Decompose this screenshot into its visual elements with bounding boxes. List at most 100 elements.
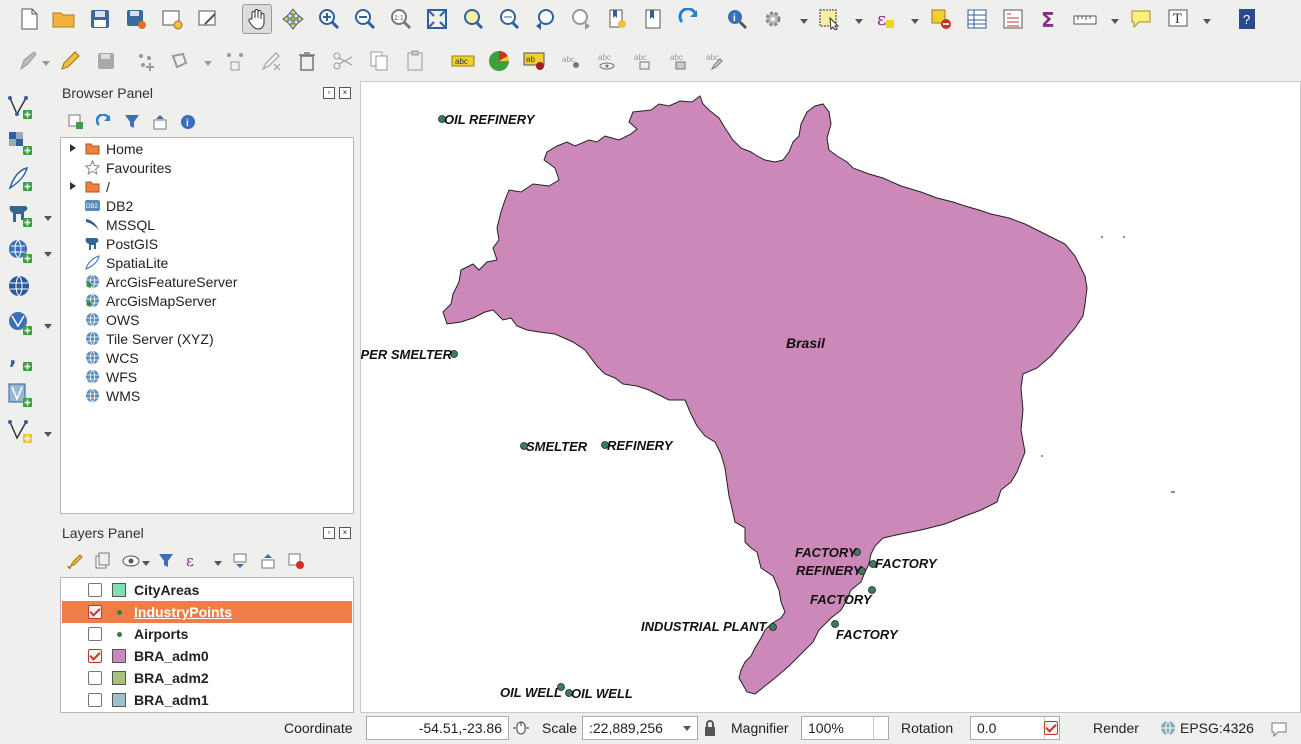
chevron-down-icon[interactable] [800,19,808,24]
layout-manager-button[interactable] [193,4,223,34]
current-edits-button[interactable] [14,46,44,76]
copy-features-button[interactable] [364,46,394,76]
help-button[interactable]: ? [1232,4,1262,34]
zoom-to-layer-button[interactable] [494,4,524,34]
float-panel-icon[interactable]: ▫ [323,87,335,99]
industry-point[interactable] [601,441,609,449]
highlight-pinned-labels-button[interactable]: ab [520,46,550,76]
add-delimited-text-button[interactable]: , [5,344,35,374]
browser-item[interactable]: OWS [61,310,351,329]
crs-globe-icon[interactable] [1160,720,1176,736]
toggle-editing-button[interactable] [55,46,85,76]
show-bookmarks-button[interactable] [638,4,668,34]
magnifier-spinbox[interactable]: 100% [801,716,889,740]
labeling-button[interactable]: abc [448,46,478,76]
pan-to-selection-button[interactable] [278,4,308,34]
chevron-down-icon[interactable] [44,432,52,437]
industry-point[interactable] [868,586,876,594]
new-shapefile-button[interactable] [5,416,35,446]
industry-point[interactable] [858,567,866,575]
browser-item[interactable]: / [61,177,351,196]
browser-item[interactable]: WFS [61,367,351,386]
new-project-button[interactable] [14,4,44,34]
deselect-all-button[interactable] [926,4,956,34]
zoom-full-button[interactable] [422,4,452,34]
save-edits-button[interactable] [91,46,121,76]
lock-icon[interactable] [703,719,717,737]
delete-selected-button[interactable] [292,46,322,76]
change-label-button[interactable]: abc [700,46,730,76]
attribute-table-button[interactable] [962,4,992,34]
layer-row[interactable]: IndustryPoints [62,601,352,623]
filter-icon[interactable] [158,553,174,569]
zoom-to-selection-button[interactable] [458,4,488,34]
layer-visibility-checkbox[interactable] [88,671,102,685]
chevron-down-icon[interactable] [1111,19,1119,24]
save-project-button[interactable] [85,4,115,34]
add-postgis-layer-button[interactable] [5,200,35,230]
coordinate-field[interactable]: -54.51,-23.86 [366,716,509,740]
cut-features-button[interactable] [328,46,358,76]
layer-row[interactable]: Airports [62,623,352,645]
filter-icon[interactable] [124,114,140,130]
chevron-down-icon[interactable] [42,61,50,66]
crs-label[interactable]: EPSG:4326 [1180,720,1254,736]
info-icon[interactable]: i [180,114,196,130]
remove-layer-icon[interactable] [288,553,304,569]
industry-point[interactable] [565,689,573,697]
scale-combobox[interactable]: :22,889,256 [582,716,698,740]
zoom-in-button[interactable] [314,4,344,34]
zoom-native-button[interactable]: 1:1 [386,4,416,34]
chevron-down-icon[interactable] [44,252,52,257]
move-label-button[interactable]: abc [628,46,658,76]
layer-visibility-checkbox[interactable] [88,627,102,641]
industry-point[interactable] [831,620,839,628]
close-icon[interactable]: × [339,527,351,539]
chevron-down-icon[interactable] [911,19,919,24]
industry-point[interactable] [438,115,446,123]
save-as-button[interactable] [121,4,151,34]
browser-item[interactable]: ArcGisFeatureServer [61,272,351,291]
collapse-all-icon[interactable] [260,553,276,569]
open-project-button[interactable] [49,4,79,34]
messages-icon[interactable] [1270,720,1288,738]
zoom-last-button[interactable] [530,4,560,34]
browser-item[interactable]: ArcGisMapServer [61,291,351,310]
industry-point[interactable] [853,548,861,556]
add-wms-layer-button[interactable] [5,236,35,266]
close-icon[interactable]: × [339,87,351,99]
vertex-tool-button[interactable] [220,46,250,76]
industry-point[interactable] [869,560,877,568]
chevron-down-icon[interactable] [44,216,52,221]
filter-expression-icon[interactable]: ε [184,552,202,570]
eye-icon[interactable] [122,554,140,568]
add-polygon-feature-button[interactable] [165,46,195,76]
add-vector-layer-button[interactable] [5,92,35,122]
collapse-all-icon[interactable] [152,114,168,130]
refresh-icon[interactable] [96,114,112,130]
chevron-down-icon[interactable] [683,726,691,731]
map-tips-button[interactable] [1126,4,1156,34]
layer-row[interactable]: BRA_adm0 [62,645,352,667]
brazil-polygon[interactable] [442,95,1088,695]
render-checkbox[interactable] [1044,721,1058,735]
browser-item[interactable]: MSSQL [61,215,351,234]
expand-all-icon[interactable] [232,553,248,569]
zoom-next-button[interactable] [566,4,596,34]
magnifier-spin-buttons[interactable] [873,717,888,739]
browser-item[interactable]: SpatiaLite [61,253,351,272]
browser-item[interactable]: Favourites [61,158,351,177]
add-virtual-layer-button[interactable] [5,380,35,410]
browser-item[interactable]: PostGIS [61,234,351,253]
chevron-down-icon[interactable] [1203,19,1211,24]
select-by-expression-button[interactable]: ε [870,4,900,34]
style-brush-icon[interactable] [66,553,84,569]
add-group-icon[interactable] [94,552,110,570]
industry-point[interactable] [520,442,528,450]
layer-row[interactable]: BRA_adm1 [62,689,352,711]
chevron-down-icon[interactable] [44,324,52,329]
